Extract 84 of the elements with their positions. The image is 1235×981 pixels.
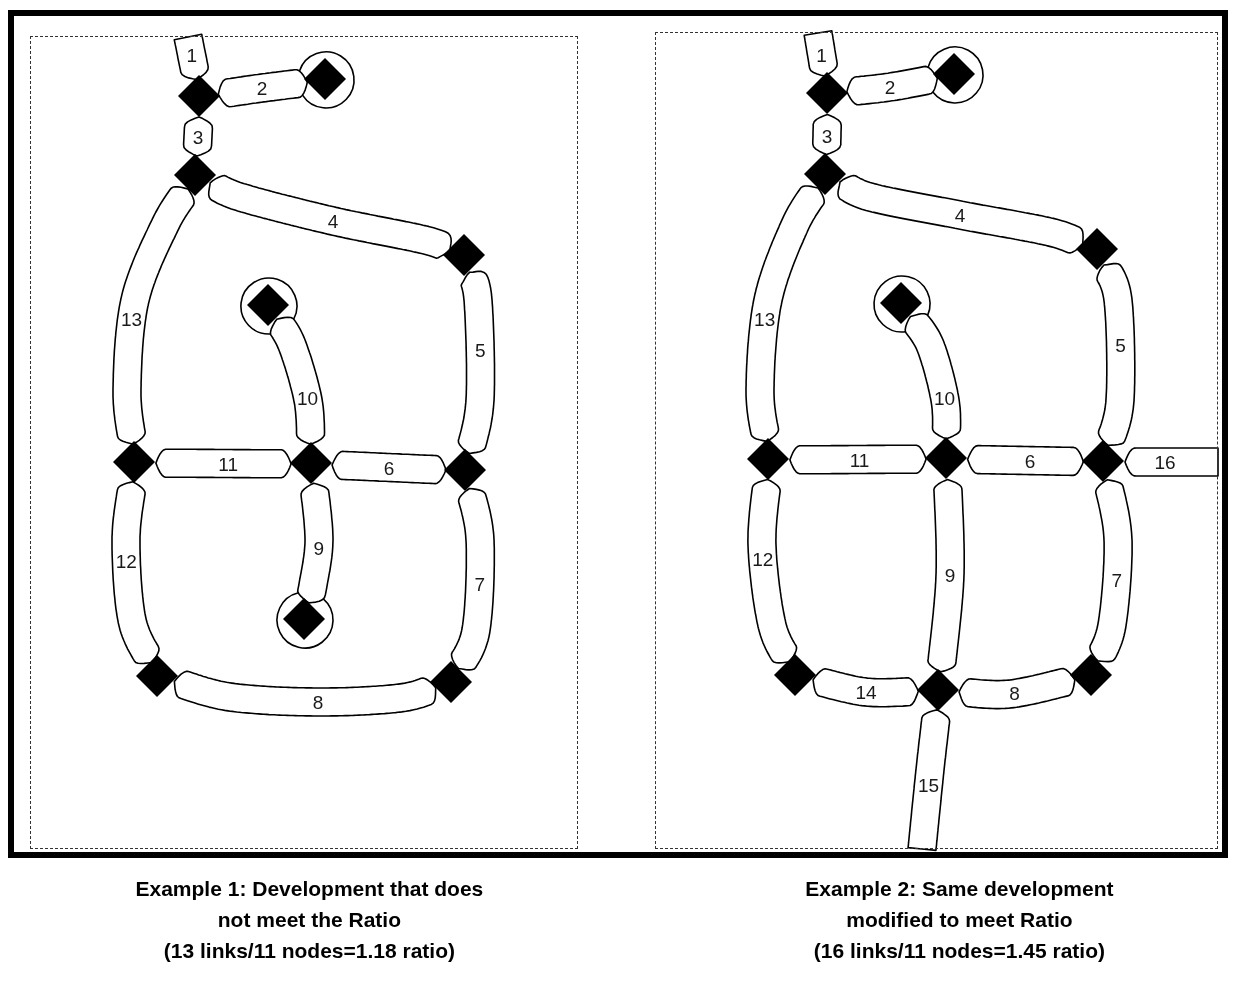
diamond-node-icon: [933, 53, 976, 96]
link-number: 16: [1154, 452, 1176, 472]
road: [904, 312, 962, 440]
link-number: 2: [884, 77, 896, 97]
link-number: 14: [855, 682, 877, 702]
road: [846, 65, 939, 106]
diamond-node-icon: [174, 154, 217, 197]
link-number: 8: [312, 692, 324, 712]
link-number: 10: [934, 388, 956, 408]
road: [331, 450, 447, 485]
diamond-node-icon: [880, 282, 923, 325]
link-number: 8: [1009, 683, 1020, 703]
diamond-node-icon: [1070, 654, 1113, 697]
road: [207, 174, 452, 259]
road: [958, 667, 1076, 710]
road: [112, 186, 195, 445]
panel-subtitle: (13 links/11 nodes=1.18 ratio): [163, 938, 455, 965]
diamond-node-icon: [1076, 228, 1119, 271]
road: [1124, 447, 1219, 477]
link-number: 7: [474, 574, 486, 594]
road: [837, 174, 1084, 254]
diamond-node-icon: [283, 598, 326, 641]
link-number: 3: [821, 126, 833, 146]
diamond-node-icon: [444, 449, 487, 492]
link-number: 15: [917, 775, 940, 795]
link-number: 2: [256, 78, 268, 98]
road: [450, 487, 496, 671]
road: [1089, 479, 1133, 663]
diamond-node-icon: [178, 75, 221, 118]
link-number: 5: [474, 340, 486, 360]
link-number: 13: [121, 309, 143, 329]
road: [907, 709, 951, 852]
road: [966, 444, 1085, 477]
road: [457, 270, 496, 455]
link-number: 12: [752, 549, 774, 569]
link-number: 1: [186, 45, 197, 65]
link-number: 10: [297, 388, 319, 408]
link-number: 9: [944, 565, 956, 585]
road: [155, 448, 292, 479]
diamond-node-icon: [1082, 440, 1125, 483]
link-number: 11: [849, 450, 870, 469]
road: [812, 668, 920, 708]
diamond-node-icon: [290, 442, 333, 485]
road: [747, 478, 798, 664]
diamond-node-icon: [430, 661, 473, 704]
road: [296, 482, 334, 604]
road: [1096, 262, 1136, 447]
diamond-node-icon: [925, 437, 968, 480]
link-number: 9: [313, 538, 324, 558]
panel-title: Example 2: Same development modified to meet Ratio: [804, 876, 1115, 934]
link-number: 6: [383, 458, 395, 477]
panel-subtitle: (16 links/11 nodes=1.45 ratio): [813, 938, 1105, 965]
link-number: 13: [754, 309, 776, 329]
link-number: 1: [816, 45, 827, 64]
road: [173, 33, 209, 81]
diamond-node-icon: [747, 438, 790, 481]
road: [182, 116, 214, 157]
link-number: 6: [1024, 451, 1036, 471]
link-number: 3: [192, 127, 204, 146]
road: [269, 316, 326, 445]
diamond-node-icon: [804, 153, 847, 196]
panel-title: Example 1: Development that does not meet the Ratio: [134, 876, 485, 934]
diamond-node-icon: [304, 58, 347, 101]
diamond-node-icon: [247, 284, 290, 327]
diamond-node-icon: [774, 654, 817, 697]
road: [745, 185, 825, 443]
link-number: 4: [954, 205, 966, 225]
road: [803, 29, 838, 77]
road: [217, 68, 309, 108]
link-number: 12: [115, 551, 137, 571]
diamond-node-icon: [806, 72, 849, 115]
link-number: 11: [218, 454, 238, 473]
diamond-node-icon: [113, 441, 156, 484]
road: [789, 444, 927, 475]
diamond-node-icon: [917, 669, 960, 712]
diamond-node-icon: [443, 234, 486, 277]
link-number: 7: [1111, 570, 1123, 590]
road: [111, 481, 160, 665]
road: [812, 113, 842, 156]
road: [173, 670, 437, 717]
diamond-node-icon: [136, 655, 179, 698]
link-number: 4: [327, 211, 339, 231]
link-number: 5: [1115, 335, 1126, 355]
road: [927, 478, 965, 673]
